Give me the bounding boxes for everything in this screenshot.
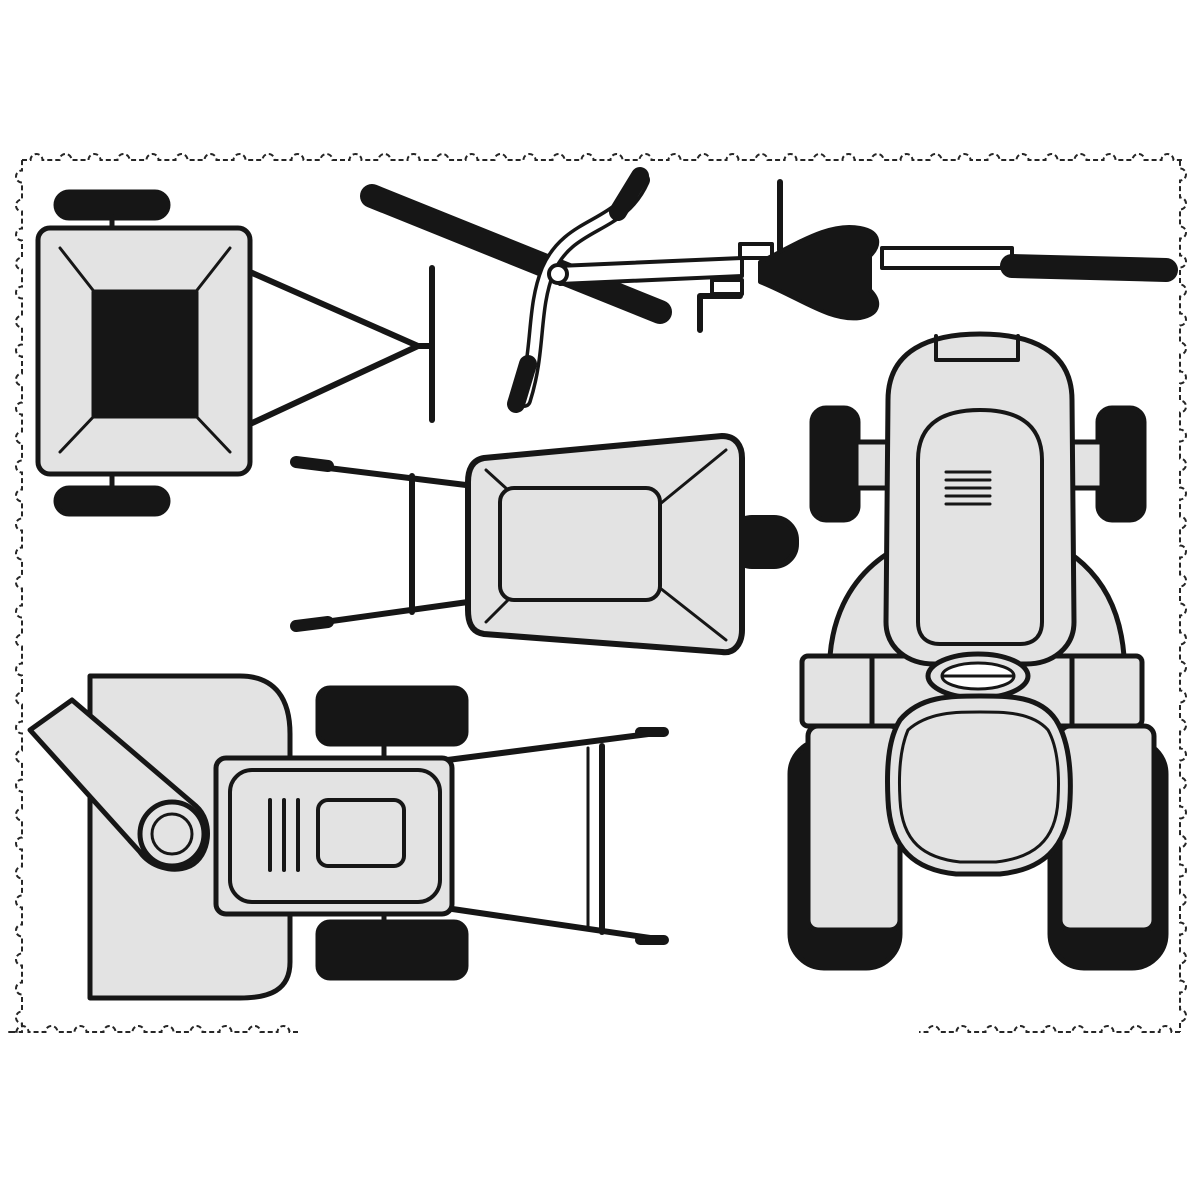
cart-icon <box>35 189 435 517</box>
stamp-border-segment <box>8 160 298 1033</box>
edger-icon <box>360 167 1178 413</box>
wheelbarrow-icon <box>290 433 799 656</box>
tractor-icon <box>787 331 1169 971</box>
stamp-border <box>8 153 1187 1033</box>
stamp-border-segment <box>22 153 1187 1032</box>
stamp-border-segment <box>919 1025 1180 1033</box>
snowblower-icon <box>27 673 669 1001</box>
